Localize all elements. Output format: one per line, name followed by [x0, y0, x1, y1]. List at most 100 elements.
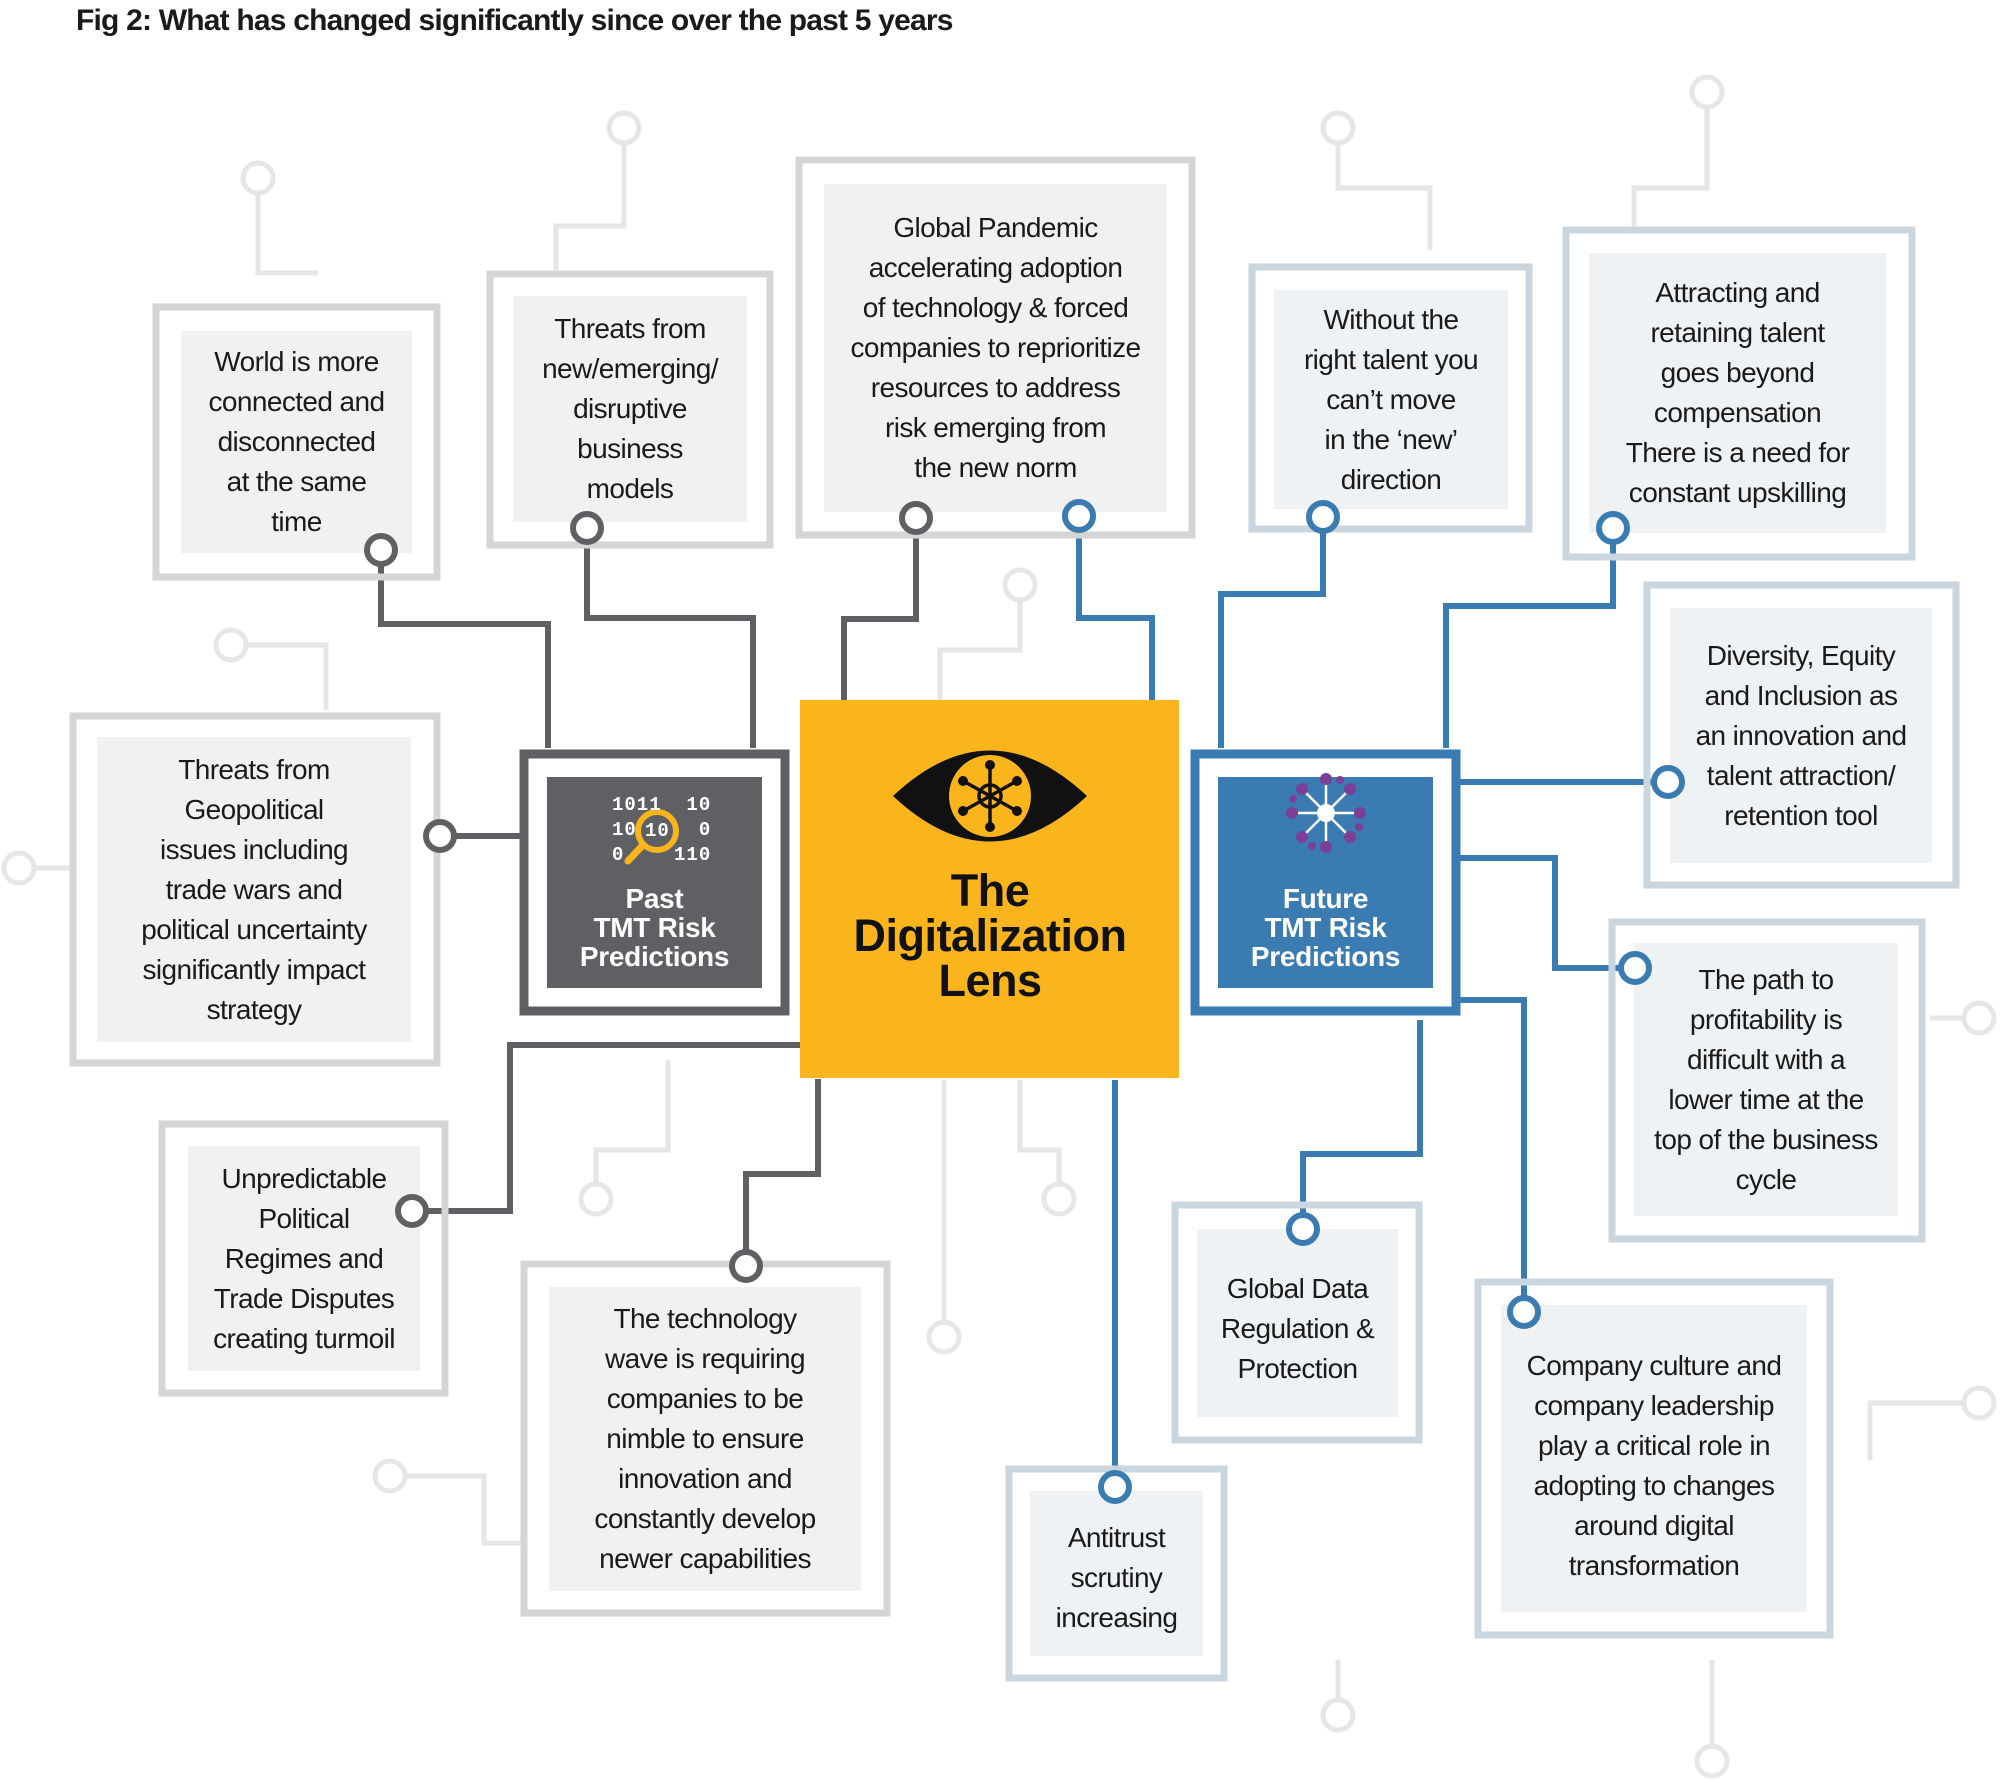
item-line: Unpredictable [221, 1162, 388, 1194]
item-line: company leadership [1534, 1390, 1774, 1421]
magnifier-icon [624, 809, 679, 865]
item-line: retention tool [1724, 799, 1878, 831]
binary-digits: 1011 10 10 0 0 110 [612, 793, 711, 868]
item-line: talent attraction/ [1706, 759, 1896, 791]
item-line: disconnected [217, 426, 376, 457]
item-line: Geopolitical [184, 793, 324, 825]
item-line: transformation [1568, 1550, 1740, 1581]
future-connector-lines [1076, 516, 1668, 1487]
magnifier-digits: 10 [645, 820, 670, 842]
item-line: newer capabilities [599, 1543, 811, 1574]
item-line: increasing [1055, 1602, 1178, 1633]
item-line: lower time at the [1668, 1083, 1864, 1115]
future-item-company-culture: Company culture and company leadership p… [1501, 1320, 1807, 1612]
item-line: Without the [1323, 303, 1459, 335]
item-line: new/emerging/ [542, 353, 718, 384]
item-line: resources to address [870, 372, 1121, 403]
figure-title: Fig 2: What has changed significantly si… [76, 4, 953, 37]
item-line: The technology [613, 1303, 797, 1334]
item-line: compensation [1653, 397, 1822, 428]
item-line: and Inclusion as [1704, 679, 1898, 711]
item-line: Global Pandemic [893, 212, 1098, 243]
item-line: retaining talent [1650, 317, 1825, 348]
past-item-connected-world: World is more connected and disconnected… [181, 331, 412, 553]
item-line: creating turmoil [213, 1322, 395, 1354]
item-line: significantly impact [142, 953, 367, 985]
future-hub-line: TMT Risk [1264, 912, 1387, 943]
future-item-attracting-talent: Attracting and retaining talent goes bey… [1589, 253, 1886, 533]
binary-line: 10 0 [612, 819, 712, 841]
item-line: Company culture and [1526, 1350, 1782, 1381]
item-line: right talent you [1303, 343, 1479, 375]
past-item-disruptive-models: Threats from new/emerging/ disruptive bu… [513, 296, 747, 522]
item-line: play a critical role in [1537, 1430, 1771, 1461]
item-line: nimble to ensure [606, 1423, 804, 1454]
item-line: companies to be [606, 1383, 804, 1414]
item-line: at the same [226, 466, 367, 497]
future-hub-label: Future TMT Risk Predictions [1218, 884, 1433, 971]
item-line: constantly develop [594, 1503, 816, 1534]
item-line: Trade Disputes [213, 1282, 395, 1314]
past-hub-line: Past [625, 883, 684, 914]
item-line: risk emerging from [884, 412, 1107, 443]
past-item-political-regimes: Unpredictable Political Regimes and Trad… [188, 1146, 420, 1371]
item-line: top of the business [1654, 1123, 1878, 1155]
item-line: Diversity, Equity [1706, 639, 1896, 671]
past-hub-label: Past TMT Risk Predictions [547, 884, 762, 971]
future-item-frames [1005, 226, 1960, 1682]
future-item-profitability: The path to profitability is difficult w… [1634, 943, 1898, 1216]
item-line: time [271, 506, 322, 537]
item-line: adopting to changes [1533, 1470, 1775, 1501]
item-line: There is a need for [1625, 437, 1850, 468]
past-item-frames [69, 156, 1196, 1617]
item-line: can’t move [1326, 383, 1456, 415]
item-line: Political [258, 1202, 350, 1234]
item-line: models [586, 473, 674, 504]
item-line: scrutiny [1070, 1562, 1163, 1593]
future-item-diversity-equity: Diversity, Equity and Inclusion as an in… [1670, 608, 1932, 863]
item-line: difficult with a [1687, 1043, 1846, 1075]
item-line: business [577, 433, 683, 464]
item-line: of technology & forced [862, 292, 1129, 323]
background-circuit-traces [1, 74, 1997, 1779]
item-line: profitability is [1689, 1003, 1843, 1035]
past-hub-box [519, 749, 790, 1016]
item-line: Regulation & [1220, 1312, 1375, 1344]
center-lens-line: Digitalization [853, 910, 1128, 961]
binary-line: 1011 10 [612, 794, 712, 816]
past-item-geopolitical: Threats from Geopolitical issues includi… [97, 737, 411, 1042]
network-burst-icon [1286, 773, 1366, 853]
past-hub-line: TMT Risk [593, 912, 716, 943]
item-line: an innovation and [1695, 719, 1907, 751]
item-line: Threats from [178, 753, 330, 785]
item-line: the new norm [914, 452, 1077, 483]
item-line: companies to reprioritize [850, 332, 1141, 363]
item-line: accelerating adoption [868, 252, 1123, 283]
item-line: The path to [1698, 963, 1834, 995]
past-hub-line: Predictions [579, 941, 730, 972]
future-connector-nodes [1062, 499, 1685, 1504]
item-line: direction [1340, 463, 1442, 495]
item-line: connected and [208, 386, 386, 417]
item-line: Antitrust [1067, 1522, 1166, 1553]
item-line: trade wars and [165, 873, 343, 905]
binary-line: 0 110 [612, 844, 712, 866]
item-line: disruptive [573, 393, 687, 424]
item-line: constant upskilling [1628, 477, 1847, 508]
future-hub-line: Future [1282, 883, 1369, 914]
item-line: around digital [1574, 1510, 1734, 1541]
item-line: innovation and [618, 1463, 792, 1494]
past-connector-lines [378, 518, 919, 1266]
item-line: Threats from [554, 313, 706, 344]
future-item-antitrust: Antitrust scrutiny increasing [1030, 1500, 1203, 1656]
item-line: Attracting and [1655, 277, 1820, 308]
item-line: issues including [159, 833, 349, 865]
item-line: Global Data [1226, 1272, 1369, 1304]
future-hub-line: Predictions [1250, 941, 1401, 972]
item-line: goes beyond [1660, 357, 1815, 388]
future-item-right-talent: Without the right talent you can’t move … [1274, 290, 1508, 509]
center-lens-line: Lens [938, 955, 1042, 1006]
item-line: in the ‘new’ [1324, 423, 1458, 455]
past-item-fills [97, 184, 1167, 1591]
item-line: wave is requiring [605, 1343, 806, 1374]
